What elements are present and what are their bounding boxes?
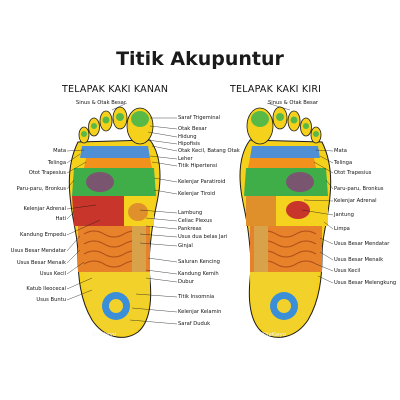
right-sole-label: Paru-paru, Bronkus	[16, 186, 66, 192]
left-sole-label: Usus Kecil	[334, 268, 361, 274]
center-label: Kelenjar Tiroid	[178, 191, 216, 197]
center-label: Kandung Kemih	[178, 271, 219, 277]
right-sole-label: Hati	[55, 216, 66, 222]
center-label: Kelenjar Paratiroid	[178, 179, 226, 185]
center-label: Ginjal	[178, 243, 193, 249]
left-sole-label: Usus Besar Menaik	[334, 257, 384, 263]
watermark-left-sole: KitaKaryo	[262, 332, 286, 338]
right-sole-label: Usus Besar Mendatar	[10, 248, 66, 254]
center-label: Usus dua belas Jari	[178, 234, 228, 240]
right-sole-label: Kelenjar Adrenal	[23, 206, 66, 212]
right-sole-label: Sinus & Otak Besar	[75, 100, 126, 106]
left-sole-heading: TELAPAK KAKI KIRI	[230, 84, 322, 95]
right-sole-label: Otot Trapesius	[28, 170, 66, 176]
left-sole-label: Mata	[334, 148, 347, 154]
left-sole-label: Jantung	[334, 212, 354, 218]
center-label: Saraf Trigeminal	[178, 115, 221, 121]
center-label: Saluran Kencing	[178, 259, 220, 265]
right-sole-label: Usus Besar Menaik	[16, 260, 66, 266]
center-label: Hidung	[178, 134, 197, 140]
center-label: Lambung	[178, 210, 203, 216]
right-sole-label: Katub Ileocecal	[26, 286, 66, 292]
left-sole-label: Telinga	[334, 160, 353, 166]
left-sole-label: Limpa	[334, 226, 350, 232]
center-label: Otak Kecil, Batang Otak	[178, 148, 240, 154]
left-sole-label: Usus Besar Melengkung	[334, 280, 397, 286]
right-sole-foot	[68, 106, 161, 338]
right-sole-label: Mata	[53, 148, 66, 154]
center-label: Titik Hipertensi	[178, 163, 218, 169]
right-sole-label: Telinga	[47, 160, 66, 166]
center-label: Otak Besar	[178, 126, 207, 132]
center-label: Celiac Plexus	[178, 218, 213, 224]
center-label: Pankreas	[178, 226, 202, 232]
left-sole-label: Paru-paru, Bronkus	[334, 186, 384, 192]
right-sole-label: Usus Buntu	[36, 297, 66, 303]
left-sole-label: Otot Trapesius	[334, 170, 372, 176]
center-label: Kelenjar Kelamin	[178, 309, 222, 315]
leader-lines	[66, 102, 334, 325]
big-toe-tip	[131, 111, 149, 127]
page-title: Titik Akupuntur	[116, 48, 284, 70]
left-sole-foot	[239, 106, 332, 338]
left-sole-label: Sinus & Otak Besar	[268, 100, 319, 106]
center-label: Dubur	[178, 279, 194, 285]
center-label: Titik Insomnia	[178, 294, 215, 300]
right-sole-label: Usus Kecil	[39, 271, 66, 277]
center-label: Saraf Duduk	[178, 321, 211, 327]
center-label: Leher	[178, 156, 193, 162]
watermark-right-sole: KitaKaryo	[92, 332, 116, 338]
right-sole-heading: TELAPAK KAKI KANAN	[62, 84, 169, 95]
left-sole-label: Usus Besar Mendatar	[334, 241, 390, 247]
left-sole-label: Kelenjar Adrenal	[334, 198, 377, 204]
right-sole-label: Kandung Empedu	[20, 232, 66, 238]
center-label: Hipofisis	[178, 141, 200, 147]
